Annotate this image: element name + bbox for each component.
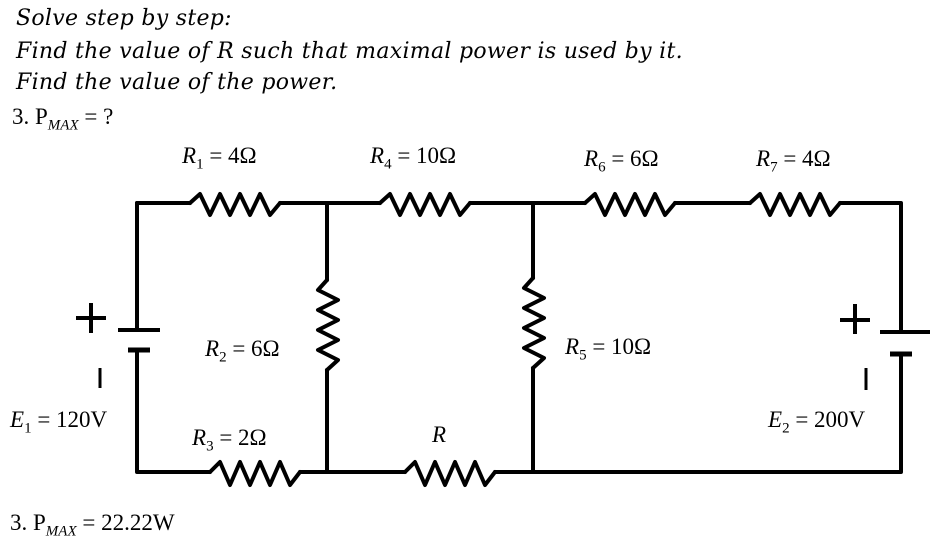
question-pmax: 3. PMAX = ? (12, 104, 114, 134)
problem-line-1: Solve step by step: (16, 6, 232, 31)
label-e1: E1 = 120V (10, 407, 108, 437)
problem-line-2: Find the value of R such that maximal po… (16, 39, 683, 64)
wire-bottom-2 (493, 353, 903, 474)
resistor-r5-symbol (522, 276, 546, 370)
resistor-r1-symbol (188, 192, 282, 217)
label-r3: R3 = 2Ω (192, 425, 267, 455)
label-r7: R7 = 4Ω (756, 146, 831, 176)
wire-left-lower (135, 350, 212, 474)
problem-line-3: Find the value of the power. (16, 70, 338, 95)
resistor-r2-symbol (316, 278, 340, 372)
label-r: R (432, 422, 447, 447)
wire-top-right (838, 201, 903, 332)
label-r5: R5 = 10Ω (565, 334, 652, 364)
label-r2: R2 = 6Ω (205, 336, 280, 366)
label-r1: R1 = 4Ω (182, 143, 257, 173)
answer-pmax: 3. PMAX = 22.22W (10, 510, 175, 540)
resistor-r3-symbol (208, 460, 302, 487)
resistor-r-symbol (403, 460, 497, 487)
resistor-r4-symbol (378, 192, 472, 217)
label-r4: R4 = 10Ω (370, 143, 457, 173)
label-r6: R6 = 6Ω (584, 146, 659, 176)
resistor-r7-symbol (748, 192, 842, 217)
resistor-r6-symbol (583, 192, 677, 217)
label-e2: E2 = 200V (768, 407, 866, 437)
